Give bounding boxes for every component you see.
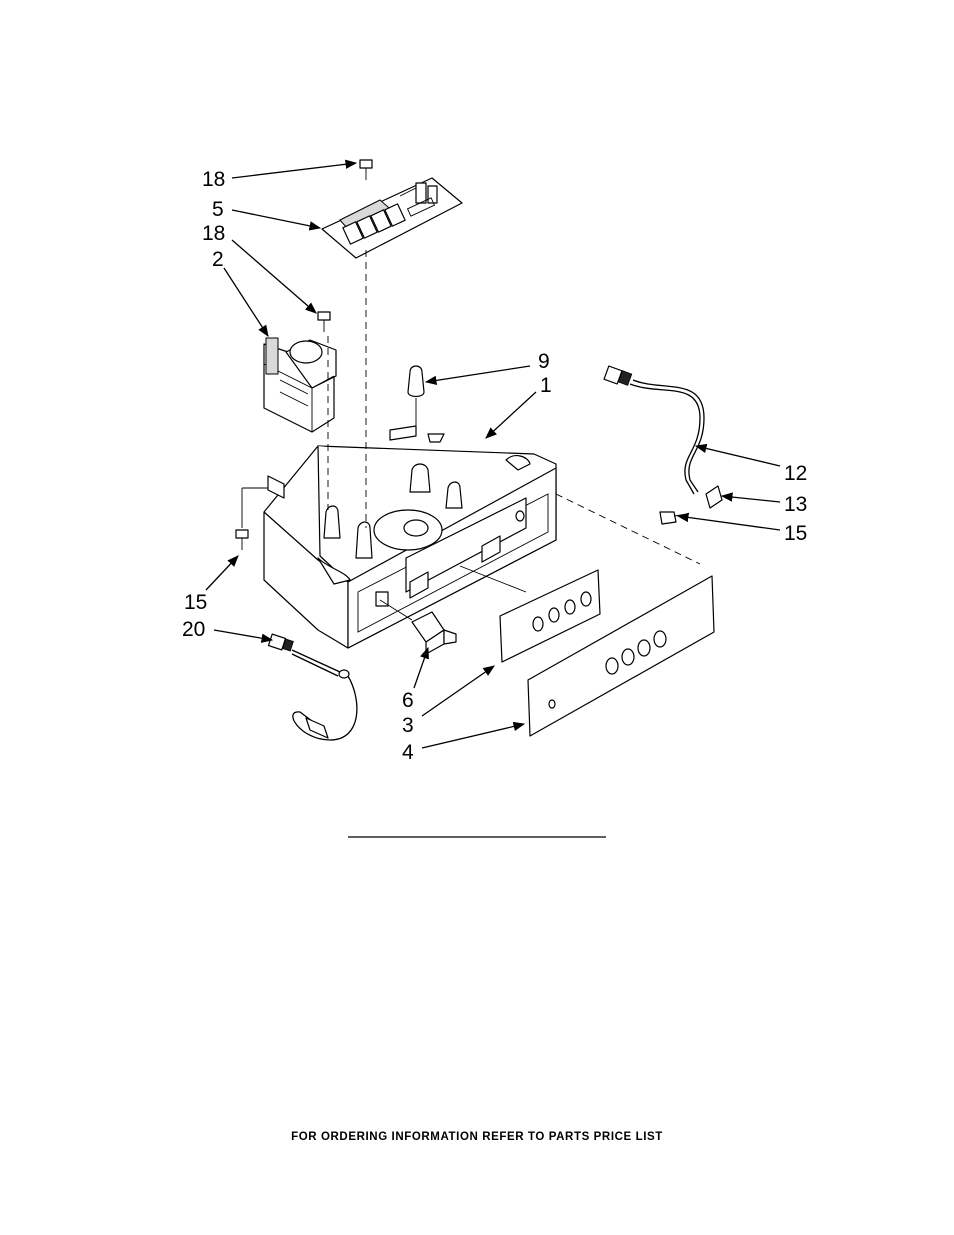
callout-13: 13 [784,493,807,516]
callout-2: 2 [212,248,224,271]
transformer [264,338,336,432]
screw-top [360,160,372,180]
callout-15-left: 15 [184,591,207,614]
callout-9: 9 [538,350,550,373]
footer-note: FOR ORDERING INFORMATION REFER TO PARTS … [0,1131,954,1143]
wire-harness [604,366,722,524]
control-board [322,178,462,258]
lamp-socket [408,366,424,426]
screw-left [236,530,248,550]
callout-5: 5 [212,198,224,221]
switch [412,612,456,654]
callout-1: 1 [540,374,552,397]
callout-18-mid: 18 [202,222,225,245]
callout-18-top: 18 [202,168,225,191]
callout-3: 3 [402,714,414,737]
callout-12: 12 [784,462,807,485]
callout-4: 4 [402,741,414,764]
screw-middle [318,312,330,332]
sensor-harness [268,634,356,740]
callout-20: 20 [182,618,205,641]
callout-6: 6 [402,689,414,712]
callout-15-right: 15 [784,522,807,545]
